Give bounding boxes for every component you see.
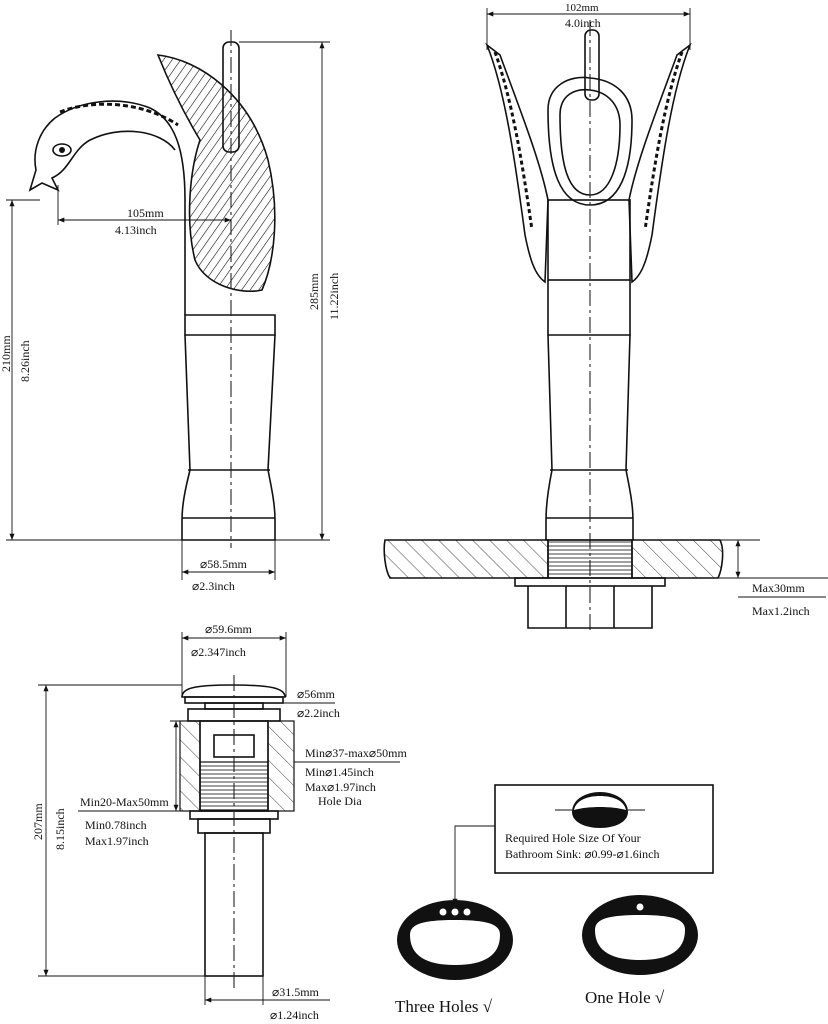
drain-height-mm: 207mm: [31, 803, 45, 840]
base-diameter-inch: ⌀2.3inch: [192, 579, 235, 593]
hole-dia-max-inch: Max⌀1.97inch: [305, 780, 376, 794]
spout-height-mm: 210mm: [0, 335, 13, 372]
flange-diameter-inch: ⌀2.2inch: [297, 706, 340, 720]
tail-diameter-inch: ⌀1.24inch: [270, 1008, 319, 1022]
base-diameter-mm: ⌀58.5mm: [200, 557, 248, 571]
faucet-hole-icon: [439, 908, 447, 916]
one-hole-sink: One Hole √: [582, 895, 698, 1007]
hole-info-line2: Bathroom Sink: ⌀0.99-⌀1.6inch: [505, 847, 659, 861]
pop-up-drain-view: ⌀59.6mm ⌀2.347inch ⌀56mm ⌀2.2inch Min⌀37…: [31, 622, 407, 1022]
three-hole-sink: Three Holes √: [395, 900, 513, 1016]
tail-diameter-mm: ⌀31.5mm: [272, 985, 320, 999]
one-hole-label: One Hole √: [585, 988, 665, 1007]
deck-thickness-inch: Max1.2inch: [752, 604, 810, 618]
faucet-side-view: 105mm 4.13inch 285mm 11.22inch 210mm 8.2…: [0, 30, 341, 593]
three-holes-label: Three Holes √: [395, 997, 493, 1016]
thickness-max-inch: Max1.97inch: [85, 834, 149, 848]
thickness-min-inch: Min0.78inch: [85, 818, 147, 832]
width-inch: 4.0inch: [565, 16, 601, 30]
spout-height-inch: 8.26inch: [18, 340, 32, 382]
hole-info-line1: Required Hole Size Of Your: [505, 831, 641, 845]
deck-thickness-mm: Max30mm: [752, 581, 805, 595]
hole-dia-min-inch: Min⌀1.45inch: [305, 765, 374, 779]
faucet-hole-icon: [451, 908, 459, 916]
hole-size-info-box: Required Hole Size Of Your Bathroom Sink…: [452, 784, 714, 905]
width-mm: 102mm: [565, 2, 599, 14]
flange-diameter-mm: ⌀56mm: [297, 687, 336, 701]
faucet-hole-icon: [636, 903, 644, 911]
cap-diameter-inch: ⌀2.347inch: [191, 645, 246, 659]
spout-reach-mm: 105mm: [127, 206, 164, 220]
swan-eye-icon: [52, 143, 72, 157]
faucet-hole-icon: [463, 908, 471, 916]
thickness-mm: Min20-Max50mm: [80, 795, 169, 809]
faucet-front-view: 102mm 4.0inch Max30mm Max1.2inch: [383, 2, 828, 630]
total-height-inch: 11.22inch: [327, 273, 341, 320]
total-height-mm: 285mm: [307, 273, 321, 310]
hole-dia-label: Hole Dia: [318, 794, 362, 808]
hole-dia-mm: Min⌀37-max⌀50mm: [305, 746, 407, 760]
spout-reach-inch: 4.13inch: [115, 223, 157, 237]
cap-diameter-mm: ⌀59.6mm: [205, 622, 253, 636]
swan-wing-icon: [156, 54, 276, 292]
drain-height-inch: 8.15inch: [53, 808, 67, 850]
